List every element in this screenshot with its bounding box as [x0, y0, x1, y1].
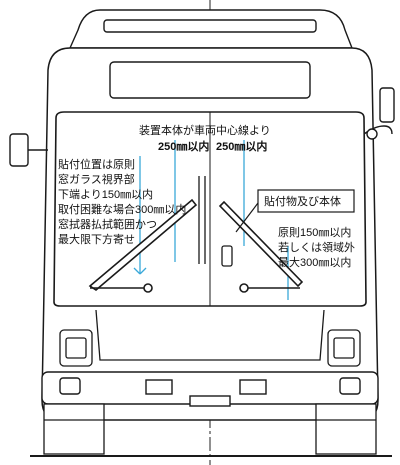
position-note-line-4: 取付困難な場合300㎜以内	[58, 202, 186, 216]
position-note-line-6: 最大限下方寄せ	[58, 232, 135, 246]
label-leader	[235, 202, 259, 233]
bumper	[41, 371, 379, 407]
wheels	[43, 403, 377, 455]
right-note-line-1: 原則150㎜以内	[278, 225, 351, 239]
left-mirror	[9, 133, 48, 167]
right-note-line-2: 若しくは領域外	[278, 240, 355, 254]
sensor-device	[198, 176, 233, 267]
position-note-line-2: 窓ガラス視界部	[58, 172, 135, 186]
position-note-line-1: 貼付位置は原則	[58, 157, 135, 171]
left-distance-label: 250㎜以内	[158, 139, 209, 153]
label-box	[257, 189, 355, 213]
installation-guide-lines	[133, 140, 289, 300]
right-note-line-3: 最大300㎜以内	[278, 255, 351, 269]
front-lower-panel	[59, 309, 361, 367]
destination-sign	[109, 61, 311, 99]
distance-note-title: 装置本体が車両中心線より	[139, 123, 271, 137]
right-distance-label: 250㎜以内	[216, 139, 267, 153]
right-mirror	[363, 87, 395, 140]
wipers	[88, 198, 304, 293]
bus-roof	[68, 9, 354, 49]
position-note-line-5: 窓拭器払拭範囲かつ	[58, 217, 157, 231]
label-box-text: 貼付物及び本体	[264, 194, 341, 208]
position-note-line-3: 下端より150㎜以内	[58, 187, 153, 201]
